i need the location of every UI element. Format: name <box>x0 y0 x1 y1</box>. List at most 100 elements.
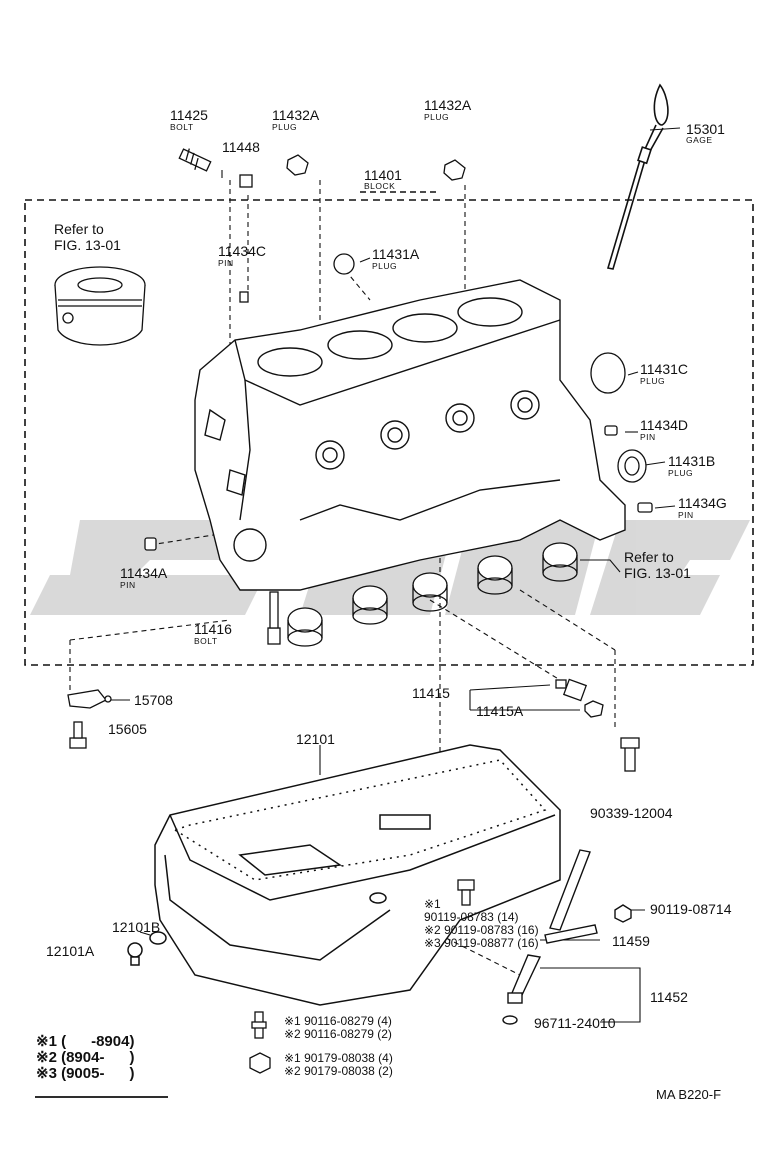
label-11425-name: BOLT <box>170 122 194 132</box>
label-11434D-name: PIN <box>640 432 656 442</box>
label-90339-12004: 90339-12004 <box>590 805 673 821</box>
figure-code: MA B220-F <box>656 1087 722 1102</box>
main-bearing-rings <box>287 542 578 647</box>
plug-11432A-right <box>443 159 466 181</box>
pan-bolt-3-num: 90119-08877 <box>444 936 514 950</box>
label-11432A-left: 11432A <box>272 107 320 123</box>
label-11434A: 11434A <box>120 565 168 581</box>
bolt-90339 <box>620 737 640 772</box>
legend-1-mark: ※1 <box>36 1033 57 1050</box>
stud-variants: ※1 90116-08279 (4) ※2 90116-08279 (2) <box>284 1015 392 1041</box>
legend-row-1: ※1 ( ‑8904) <box>36 1034 134 1050</box>
label-11448: 11448 <box>222 139 260 155</box>
label-12101A: 12101A <box>46 943 95 959</box>
nut-row-2: ※2 90179-08038 (2) <box>284 1065 393 1078</box>
pan-bolt-3-qty: (16) <box>517 936 539 950</box>
label-11415A: 11415A <box>476 703 524 719</box>
legend-row-3: ※3 (9005‑ ) <box>36 1066 134 1082</box>
pan-bolt-1-mark: ※1 <box>424 897 441 911</box>
stud-1-num: 90116-08279 <box>304 1014 374 1028</box>
stud-bolt <box>251 1011 267 1039</box>
refer-top-line2: FIG. 13‑01 <box>54 237 121 253</box>
cylinder-block <box>194 279 626 591</box>
stud-row-2: ※2 90116-08279 (2) <box>284 1028 392 1041</box>
stud-2-mark: ※2 <box>284 1027 301 1041</box>
label-11431C: 11431C <box>640 361 689 377</box>
stud-1-qty: (4) <box>377 1014 392 1028</box>
legend-row-2: ※2 (8904‑ ) <box>36 1050 134 1066</box>
pin-11434A <box>144 537 157 551</box>
label-11434D: 11434D <box>640 417 689 433</box>
piston-reference <box>54 266 146 346</box>
label-96711-24010: 96711-24010 <box>534 1015 616 1031</box>
label-12101B: 12101B <box>112 919 161 935</box>
label-11416: 11416 <box>194 621 232 637</box>
pan-bolt-variants: ※1 90119-08783 (14) ※2 90119-08783 (16) … <box>424 898 539 950</box>
nut-11448 <box>239 174 253 188</box>
bolt-90119-08714 <box>614 904 632 923</box>
stud-2-num: 90116-08279 <box>304 1027 374 1041</box>
flange-nut <box>249 1052 271 1074</box>
label-11431A-name: PLUG <box>372 261 398 271</box>
label-11432A-left-name: PLUG <box>272 122 298 132</box>
label-11434G: 11434G <box>678 495 727 511</box>
label-11434C: 11434C <box>218 243 267 259</box>
label-11432A-right-name: PLUG <box>424 112 450 122</box>
label-15605: 15605 <box>108 721 147 737</box>
dipstick-guide <box>502 849 632 1025</box>
bolt-11425 <box>178 148 212 172</box>
label-11431C-name: PLUG <box>640 376 666 386</box>
label-11401-name: BLOCK <box>364 181 396 191</box>
label-12101: 12101 <box>296 731 335 747</box>
pan-bolt-1-num: 90119-08783 <box>424 910 494 924</box>
label-11425: 11425 <box>170 107 208 123</box>
pan-bolt-2-qty: (16) <box>517 923 539 937</box>
refer-top-line1: Refer to <box>54 221 104 237</box>
pan-bolt-2-mark: ※2 <box>424 923 441 937</box>
nut-variants: ※1 90179-08038 (4) ※2 90179-08038 (2) <box>284 1052 393 1078</box>
refer-bottom-line2: FIG. 13‑01 <box>624 565 691 581</box>
legend-1-range: ( ‑8904) <box>61 1033 135 1050</box>
gasket-12101B <box>149 931 167 945</box>
label-11431B: 11431B <box>668 453 716 469</box>
pin-11434D <box>604 425 618 436</box>
legend-2-range: (8904‑ ) <box>61 1049 135 1066</box>
label-11432A-right: 11432A <box>424 97 472 113</box>
block-assembly-boundary <box>24 199 754 666</box>
legend-2-mark: ※2 <box>36 1049 57 1066</box>
plug-11431C <box>590 352 626 394</box>
label-90119-08714: 90119-08714 <box>650 901 732 917</box>
pan-bolt-row-2: ※2 90119-08783 (16) <box>424 924 539 937</box>
label-15708: 15708 <box>134 692 173 708</box>
label-11416-name: BOLT <box>194 636 218 646</box>
label-11431A: 11431A <box>372 246 420 262</box>
stud-row-1: ※1 90116-08279 (4) <box>284 1015 392 1028</box>
label-11452: 11452 <box>650 989 688 1005</box>
bracket-15708 <box>67 689 108 709</box>
pan-bolt-row-1: ※1 90119-08783 (14) <box>424 898 539 924</box>
pan-bolt-row-3: ※3 90119-08877 (16) <box>424 937 539 950</box>
label-11434C-name: PIN <box>218 258 234 268</box>
label-11434G-name: PIN <box>678 510 694 520</box>
dipstick-gauge <box>606 83 669 270</box>
plug-11431A <box>333 253 355 275</box>
label-11415: 11415 <box>412 685 450 701</box>
nut-1-num: 90179-08038 <box>304 1051 375 1065</box>
legend-3-mark: ※3 <box>36 1065 57 1082</box>
pan-bolt-2-num: 90119-08783 <box>444 923 514 937</box>
pin-11434C <box>239 291 249 303</box>
plug-11431B <box>617 449 647 483</box>
nut-2-mark: ※2 <box>284 1064 301 1078</box>
bolt-11416 <box>267 591 281 645</box>
pan-bolt-3-mark: ※3 <box>424 936 441 950</box>
date-range-legend: ※1 ( ‑8904) ※2 (8904‑ ) ※3 (9005‑ ) <box>36 1034 134 1082</box>
drain-plug-12101A <box>127 942 143 966</box>
nut-1-qty: (4) <box>378 1051 393 1065</box>
label-11401: 11401 <box>364 167 402 183</box>
o-ring-96711 <box>502 1015 518 1025</box>
label-15301-name: GAGE <box>686 135 713 145</box>
refer-bottom-line1: Refer to <box>624 549 674 565</box>
pan-bolt <box>457 879 475 906</box>
plug-11415A <box>584 700 604 718</box>
